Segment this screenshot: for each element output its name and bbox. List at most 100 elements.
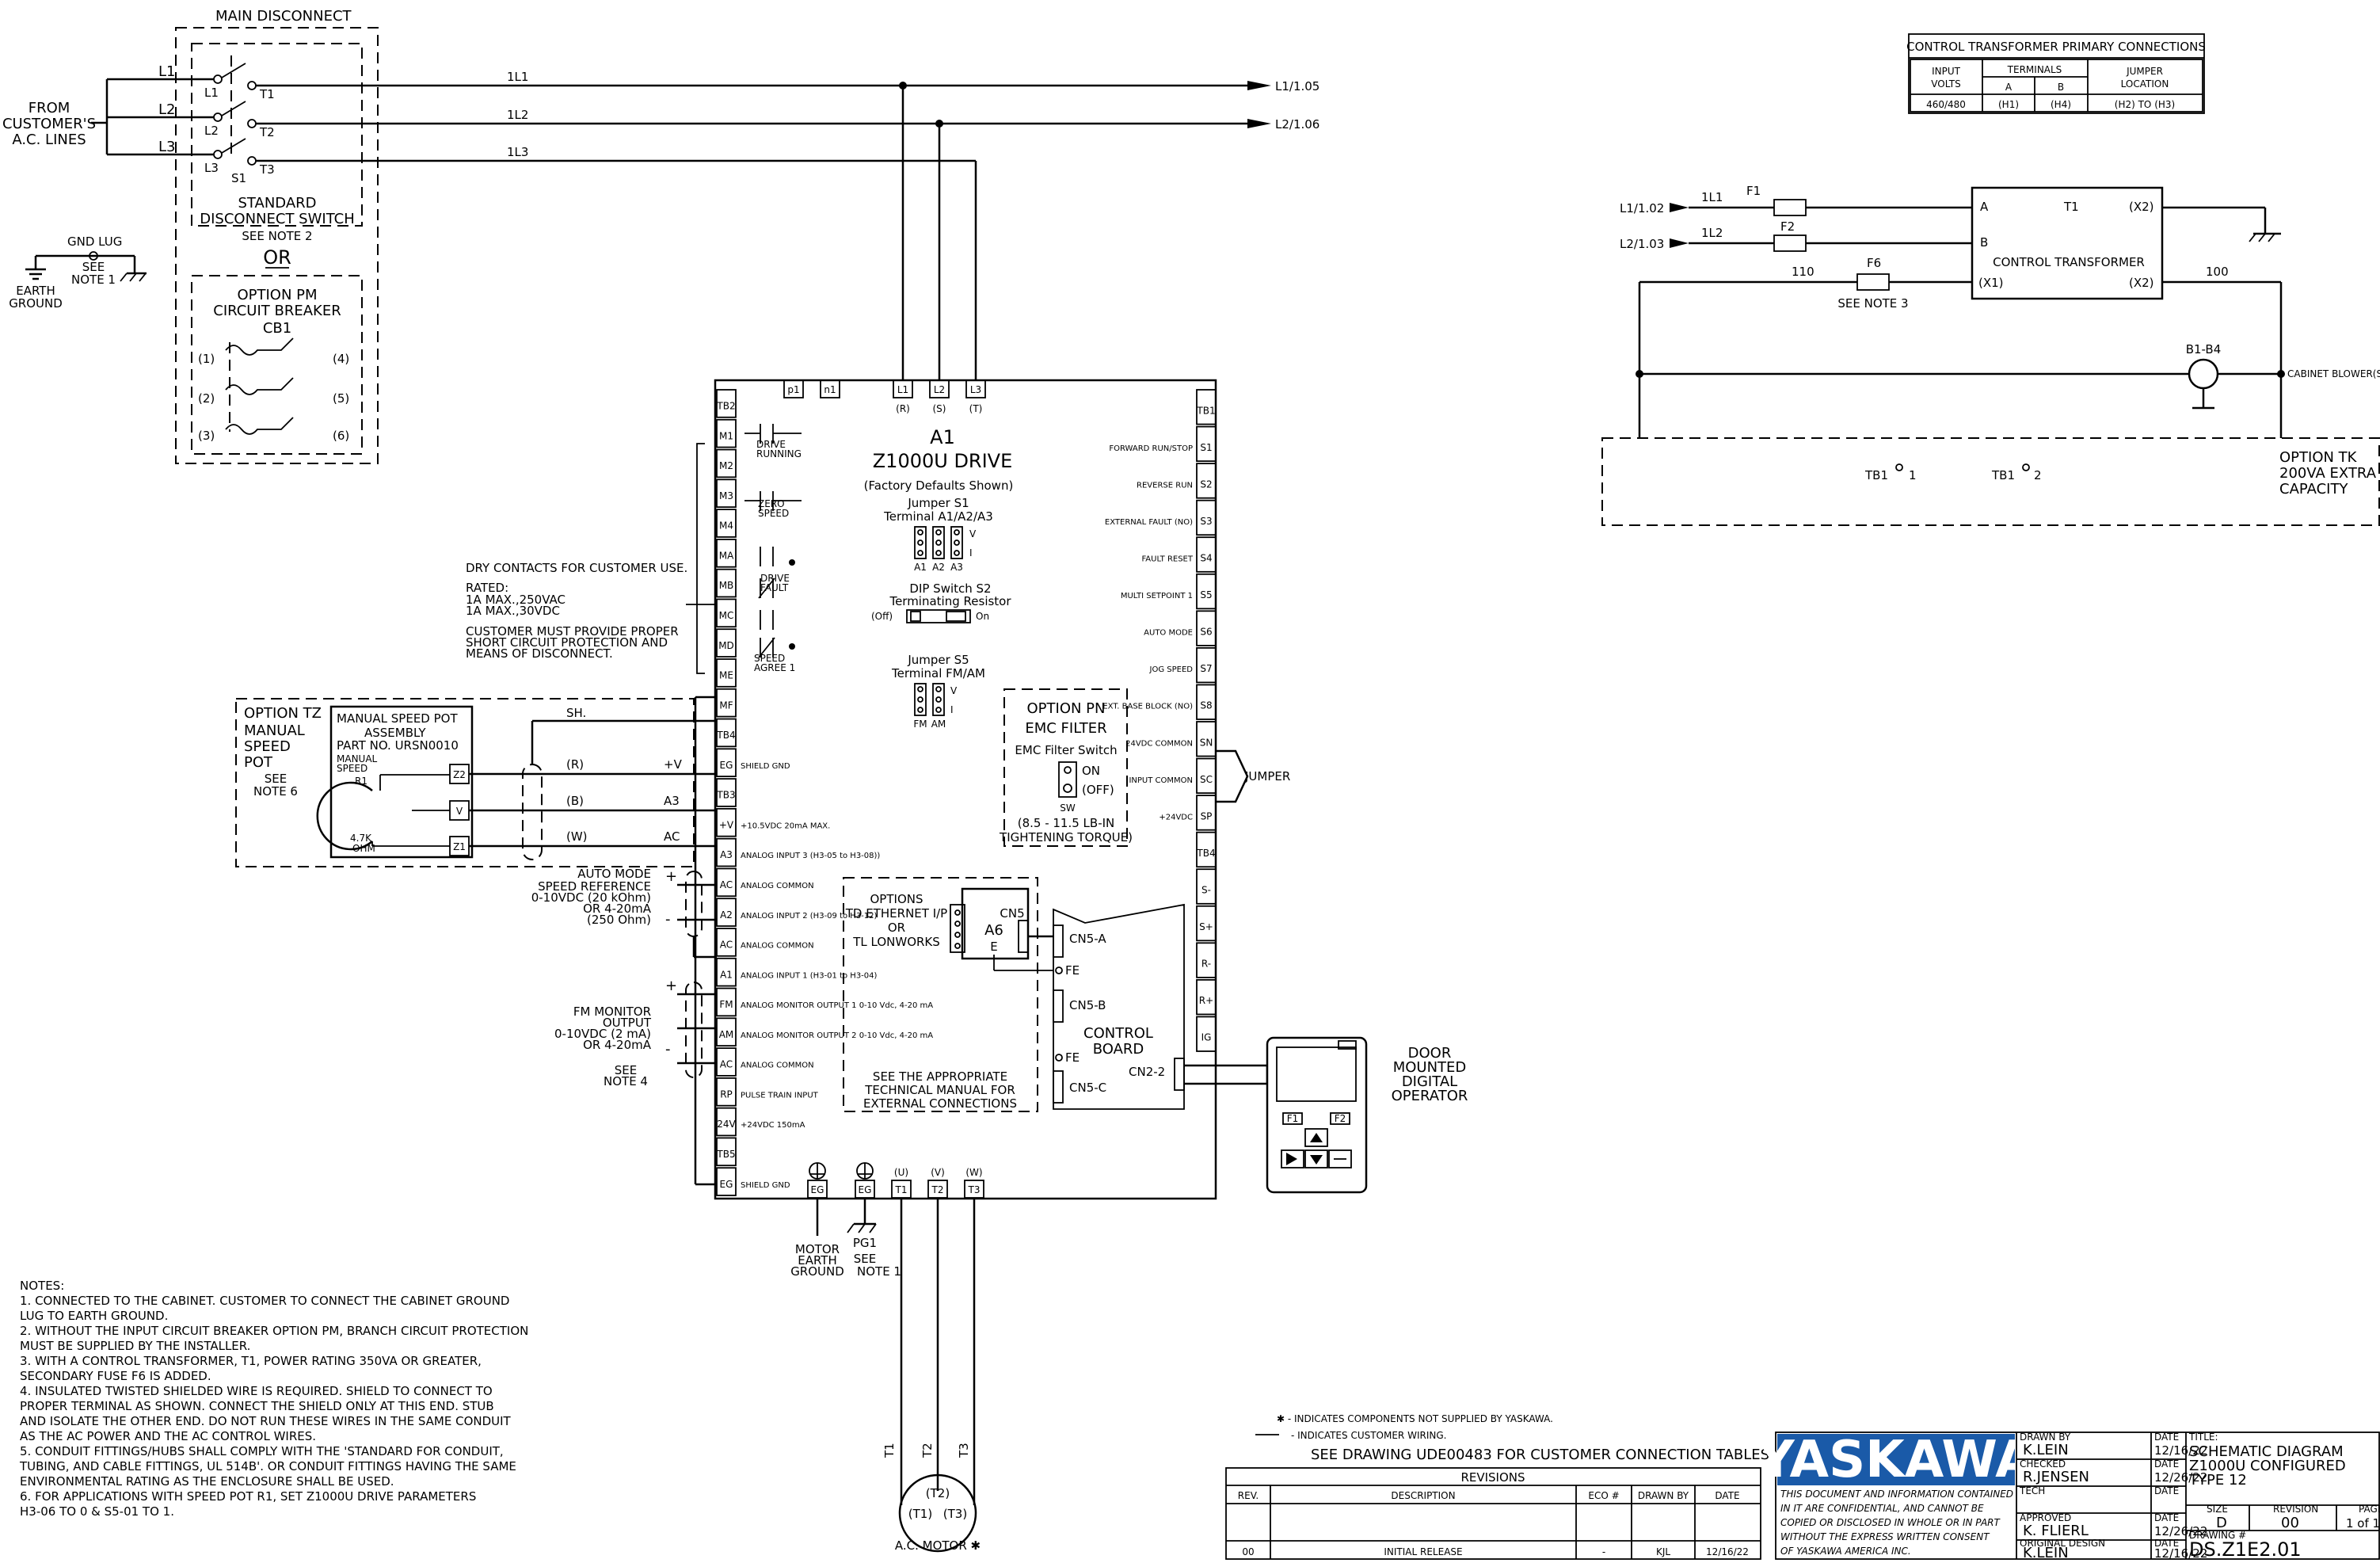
svg-text:RUNNING: RUNNING [756,448,802,459]
svg-text:AGREE 1: AGREE 1 [754,662,795,673]
svg-text:NOTE 1: NOTE 1 [857,1264,901,1279]
svg-text:1A MAX.,250VAC: 1A MAX.,250VAC [466,593,565,607]
svg-text:T1: T1 [2063,200,2079,214]
terminal-s7: S7 [1200,663,1212,674]
svg-text:TYPE 12: TYPE 12 [2188,1472,2247,1489]
svg-text:Z1: Z1 [453,841,466,852]
svg-text:ORIGINAL DESIGN: ORIGINAL DESIGN [2020,1538,2105,1549]
svg-text:GND LUG: GND LUG [67,234,122,249]
note-line: LUG TO EARTH GROUND. [20,1309,168,1323]
svg-text:EXTERNAL CONNECTIONS: EXTERNAL CONNECTIONS [863,1096,1017,1111]
svg-text:JUMPER: JUMPER [2126,66,2163,77]
terminal-ac: AC [720,879,733,890]
svg-text:DISCONNECT SWITCH: DISCONNECT SWITCH [200,211,355,227]
svg-text:TIGHTENING TORQUE): TIGHTENING TORQUE) [999,830,1133,844]
svg-text:OPTION TK: OPTION TK [2279,449,2358,466]
svg-text:Terminal FM/AM: Terminal FM/AM [891,666,985,680]
analog-io-wiring: AUTO MODE SPEED REFERENCE 0-10VDC (20 kO… [531,696,717,1186]
svg-text:1L2: 1L2 [507,108,528,122]
main-disconnect-title: MAIN DISCONNECT [215,8,352,25]
note-line: 4. INSULATED TWISTED SHIELDED WIRE IS RE… [20,1384,493,1398]
svg-text:T3: T3 [968,1184,981,1195]
svg-text:F2: F2 [1780,219,1795,234]
svg-text:OPTION TZ: OPTION TZ [244,705,322,722]
revisions-table: REVISIONS REV. DESCRIPTION ECO # DRAWN B… [1225,1467,1761,1560]
svg-text:4.7K: 4.7K [350,833,372,844]
terminal-tb2: TB2 [716,401,735,412]
svg-text:MOTOR: MOTOR [795,1242,840,1256]
svg-text:SEE DRAWING UDE00483 FOR CUSTO: SEE DRAWING UDE00483 FOR CUSTOMER CONNEC… [1311,1447,1774,1463]
svg-text:p1: p1 [787,384,799,395]
svg-text:DATE: DATE [2154,1431,2179,1443]
svg-text:OR: OR [888,921,905,935]
svg-text:APPROVED: APPROVED [2020,1512,2071,1523]
terminal-r+: R+ [1199,995,1213,1006]
svg-text:(S): (S) [933,403,946,414]
svg-text:S1: S1 [231,171,246,185]
terminal-desc: ANALOG INPUT 3 (H3-05 to H3-08)) [741,852,880,860]
svg-text:SEE: SEE [265,772,287,786]
f2-key [1330,1112,1350,1125]
terminal-m4: M4 [719,520,733,532]
sc-sp-jumper: JUMPER [1216,749,1290,803]
svg-text:1L1: 1L1 [507,70,528,84]
option-tz-speed-pot: OPTION TZ MANUAL SPEED POT SEE NOTE 6 MA… [235,698,717,867]
svg-text:L1/1.02: L1/1.02 [1620,201,1664,215]
terminal-m2: M2 [719,460,733,471]
dry-contacts-note: DRY CONTACTS FOR CUSTOMER USE. RATED: 1A… [466,443,715,674]
svg-text:CABINET BLOWER(S): CABINET BLOWER(S) [2287,368,2380,379]
svg-text:(2): (2) [198,391,215,406]
svg-text:POT: POT [244,754,273,771]
svg-text:SPEED: SPEED [244,738,291,755]
terminal-desc: EXT. BASE BLOCK (NO) [1102,703,1193,711]
note-line: NOTES: [20,1279,64,1293]
svg-text:T1: T1 [882,1443,897,1458]
svg-text:DATE: DATE [2154,1538,2179,1549]
svg-text:V: V [969,528,977,539]
svg-text:(250 Ohm): (250 Ohm) [587,913,651,927]
svg-text:12/16/22: 12/16/22 [2154,1546,2207,1560]
terminal-sc: SC [1200,774,1213,785]
svg-text:SPEED REFERENCE: SPEED REFERENCE [538,879,651,894]
svg-text:1 of 1: 1 of 1 [2346,1516,2380,1531]
svg-text:EMC FILTER: EMC FILTER [1025,720,1106,737]
svg-text:OR: OR [263,246,291,269]
terminal-desc: REVERSE RUN [1137,481,1193,490]
svg-text:L2: L2 [204,124,219,138]
note-line: PROPER TERMINAL AS SHOWN. CONNECT THE SH… [20,1399,494,1413]
terminal-desc: ANALOG COMMON [741,1062,814,1070]
svg-text:F6: F6 [1867,256,1881,270]
terminal-m3: M3 [719,490,733,501]
svg-text:SW: SW [1060,802,1076,814]
svg-text:FAULT: FAULT [760,582,789,593]
svg-text:A6: A6 [984,922,1003,939]
svg-text:L3: L3 [204,161,219,175]
terminal-tb3: TB3 [716,790,735,801]
svg-text:E: E [990,940,997,954]
terminal-eg: EG [720,760,733,771]
svg-text:SEE NOTE 2: SEE NOTE 2 [242,229,312,243]
svg-text:T2: T2 [931,1184,944,1195]
svg-text:2: 2 [2034,468,2042,482]
terminal-desc: AUTO MODE [1144,629,1193,638]
svg-text:MANUAL: MANUAL [337,753,378,764]
svg-text:MEANS OF DISCONNECT.: MEANS OF DISCONNECT. [466,646,613,661]
digital-operator: F1 F2 DOOR MOUNTED DIGITAL OPERATOR [1266,1036,1468,1194]
terminal-m1: M1 [719,430,733,441]
svg-text:(H1): (H1) [1998,99,2019,110]
svg-text:I: I [950,704,954,715]
svg-text:EMC Filter Switch: EMC Filter Switch [1015,743,1117,757]
svg-text:KJL: KJL [1656,1546,1670,1557]
terminal-desc: ANALOG MONITOR OUTPUT 1 0-10 Vdc, 4-20 m… [741,1001,933,1010]
terminal-desc: ANALOG INPUT 1 (H3-01 to H3-04) [741,971,878,980]
svg-text:REV.: REV. [1238,1490,1259,1501]
svg-text:L2: L2 [934,384,945,395]
svg-text:12/26/22: 12/26/22 [2154,1524,2207,1538]
svg-text:SPEED: SPEED [337,763,367,774]
note-line: 2. WITHOUT THE INPUT CIRCUIT BREAKER OPT… [20,1324,528,1338]
svg-text:CONTROL: CONTROL [1083,1025,1153,1042]
svg-text:CONTROL TRANSFORMER: CONTROL TRANSFORMER [1993,255,2145,269]
svg-text:On: On [976,611,989,622]
